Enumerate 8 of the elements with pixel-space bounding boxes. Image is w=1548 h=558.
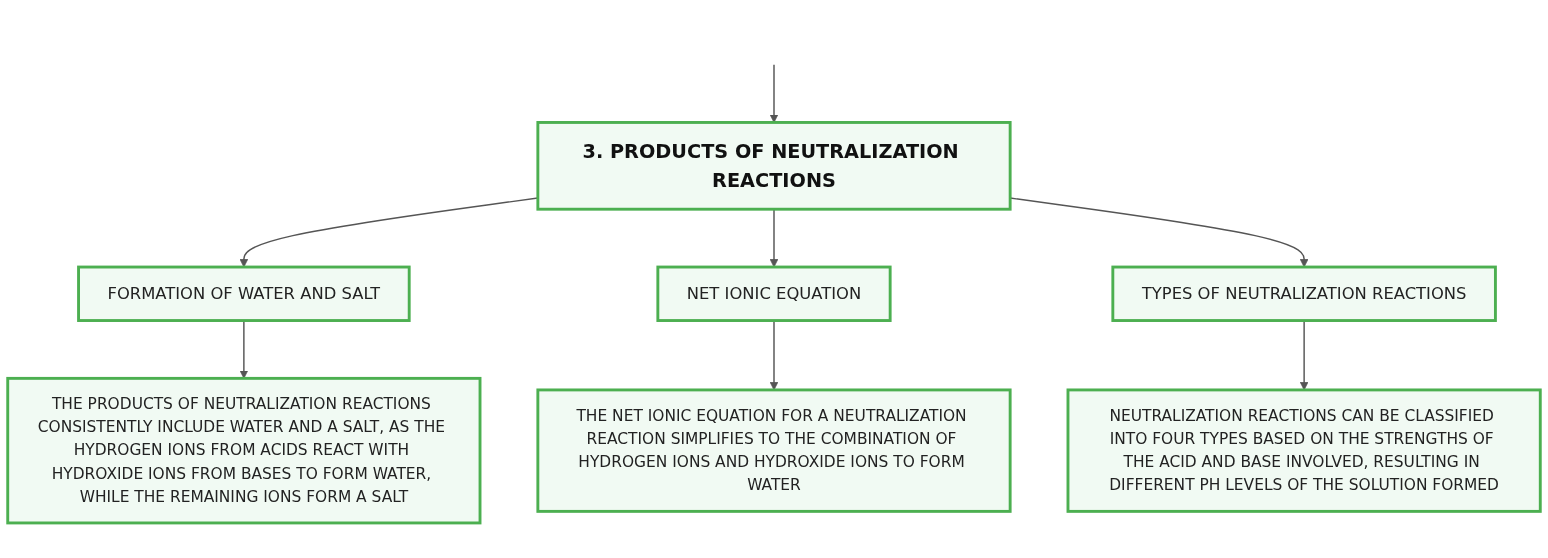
node-box: THE NET IONIC EQUATION FOR A NEUTRALIZATION REACTION SIMPLIFIES TO THE COMBINATION OF HYDROGEN IONS AND HYDROXIDE IONS TO FORM WATER (536, 388, 1012, 513)
arrow (769, 63, 779, 123)
node-box: NEUTRALIZATION REACTIONS CAN BE CLASSIFIED INTO FOUR TYPES BASED ON THE STRENGTHS OF THE ACID AND BASE INVOLVED, RESULTING IN DIFFERENT PH LEVELS OF THE SOLUTION FORMED (1066, 388, 1542, 513)
node-box: THE PRODUCTS OF NEUTRALIZATION REACTIONS CONSISTENTLY INCLUDE WATER AND A SALT, AS THE HYDROGEN IONS FROM ACIDS REACT WITH HYDROXIDE IONS FROM BASES TO FORM WATER, WHILE THE REMAINING IONS FORM A SALT (6, 376, 482, 525)
node-box: FORMATION OF WATER AND SALT (77, 265, 411, 322)
node-box: NET IONIC EQUATION (656, 265, 892, 322)
node-box: TYPES OF NEUTRALIZATION REACTIONS (1111, 265, 1497, 322)
node-box: 3. PRODUCTS OF NEUTRALIZATION REACTIONS (536, 120, 1012, 211)
